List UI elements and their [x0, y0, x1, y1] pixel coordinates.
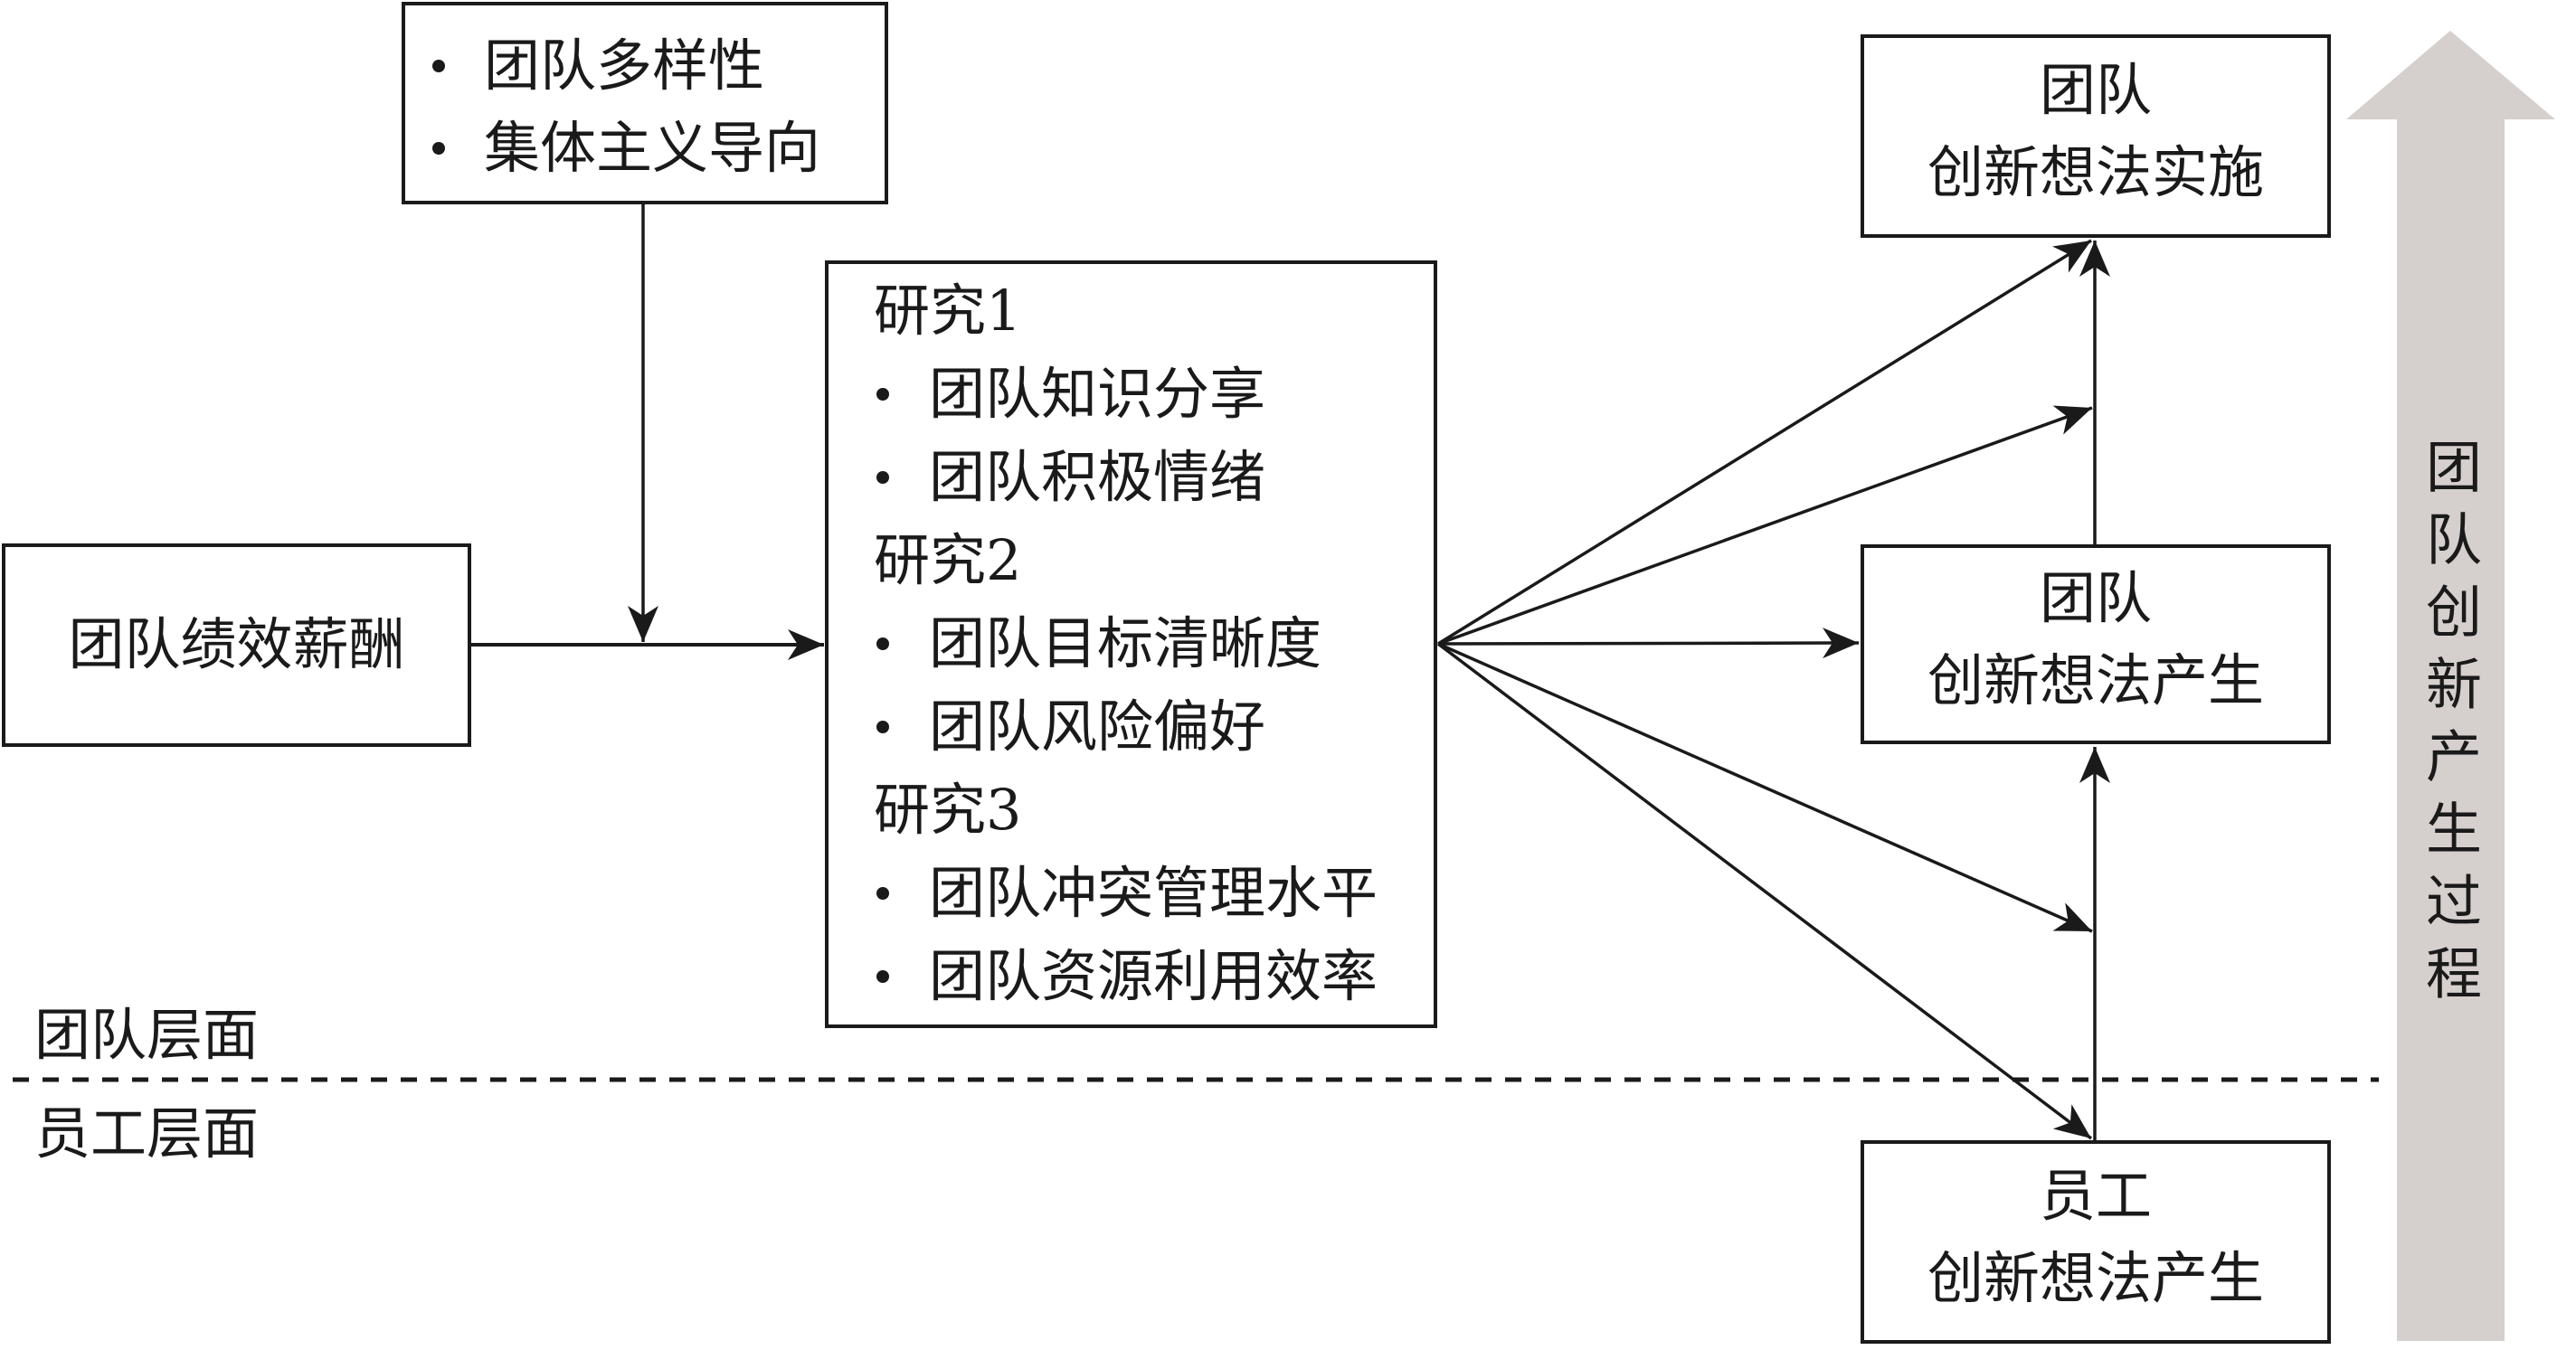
arrow-mediators-to-team-implementation [1437, 239, 2092, 646]
team-idea-generation-box: 团队 创新想法产生 [1861, 544, 2331, 744]
study-heading: 研究1 [829, 269, 1434, 353]
bullet-icon [432, 141, 445, 155]
antecedent-label: 团队绩效薪酬 [68, 610, 405, 677]
mediator-item: 团队目标清晰度 [829, 602, 1434, 685]
mediator-item: 团队冲突管理水平 [829, 852, 1434, 935]
mediator-item-label: 团队风险偏好 [929, 694, 1266, 760]
arrow-mediators-to-employee-generation [1436, 642, 2093, 1140]
mediator-item: 团队风险偏好 [829, 685, 1434, 769]
mediator-item-label: 团队冲突管理水平 [929, 860, 1378, 926]
mediator-item: 团队资源利用效率 [829, 935, 1434, 1018]
mediator-item-label: 团队积极情绪 [929, 444, 1266, 510]
mediator-item-label: 团队资源利用效率 [929, 943, 1378, 1009]
arrow-mediators-to-generation-implementation-path [1437, 405, 2093, 646]
moderators-box: 团队多样性 集体主义导向 [402, 2, 888, 204]
mediators-box: 研究1 团队知识分享 团队积极情绪 研究2 团队目标清晰度 团队风险偏好 研究3… [825, 260, 1437, 1028]
moderator-item-label: 集体主义导向 [484, 115, 821, 181]
mediator-item-label: 团队目标清晰度 [929, 610, 1322, 676]
study-title: 研究2 [874, 527, 1022, 593]
process-arrow-shape [2346, 31, 2555, 1341]
study-title: 研究1 [874, 278, 1022, 344]
team-level-label: 团队层面 [34, 1002, 260, 1068]
outcome-line2: 创新想法产生 [1927, 647, 2264, 713]
bullet-icon [876, 970, 889, 983]
outcome-line2: 创新想法产生 [1927, 1244, 2264, 1311]
study-heading: 研究2 [829, 519, 1434, 602]
mediator-item: 团队积极情绪 [829, 436, 1434, 519]
mediator-item: 团队知识分享 [829, 353, 1434, 436]
study-heading: 研究3 [829, 769, 1434, 852]
process-arrow-label: 团队创新产生过程 [2416, 438, 2482, 1016]
antecedent-box: 团队绩效薪酬 [2, 543, 471, 747]
team-idea-implementation-box: 团队 创新想法实施 [1861, 34, 2331, 238]
outcome-line1: 团队 [2039, 56, 2152, 123]
arrow-mediators-to-employee-team-path [1437, 642, 2093, 933]
bullet-icon [432, 59, 445, 72]
study-title: 研究3 [874, 777, 1022, 843]
outcome-line1: 团队 [2039, 564, 2152, 631]
bullet-icon [876, 471, 889, 484]
moderator-item-label: 团队多样性 [484, 33, 765, 99]
bullet-icon [876, 388, 889, 401]
bullet-icon [876, 637, 889, 650]
employee-idea-generation-box: 员工 创新想法产生 [1861, 1140, 2331, 1344]
moderator-item: 团队多样性 [405, 24, 885, 107]
moderator-item: 集体主义导向 [405, 107, 885, 189]
employee-level-label: 员工层面 [34, 1100, 260, 1166]
bullet-icon [876, 887, 889, 900]
arrow-mediators-to-team-generation [1437, 628, 1860, 659]
bullet-icon [876, 721, 889, 733]
mediator-item-label: 团队知识分享 [929, 361, 1266, 427]
outcome-line2: 创新想法实施 [1927, 138, 2264, 205]
outcome-line1: 员工 [2039, 1162, 2152, 1229]
